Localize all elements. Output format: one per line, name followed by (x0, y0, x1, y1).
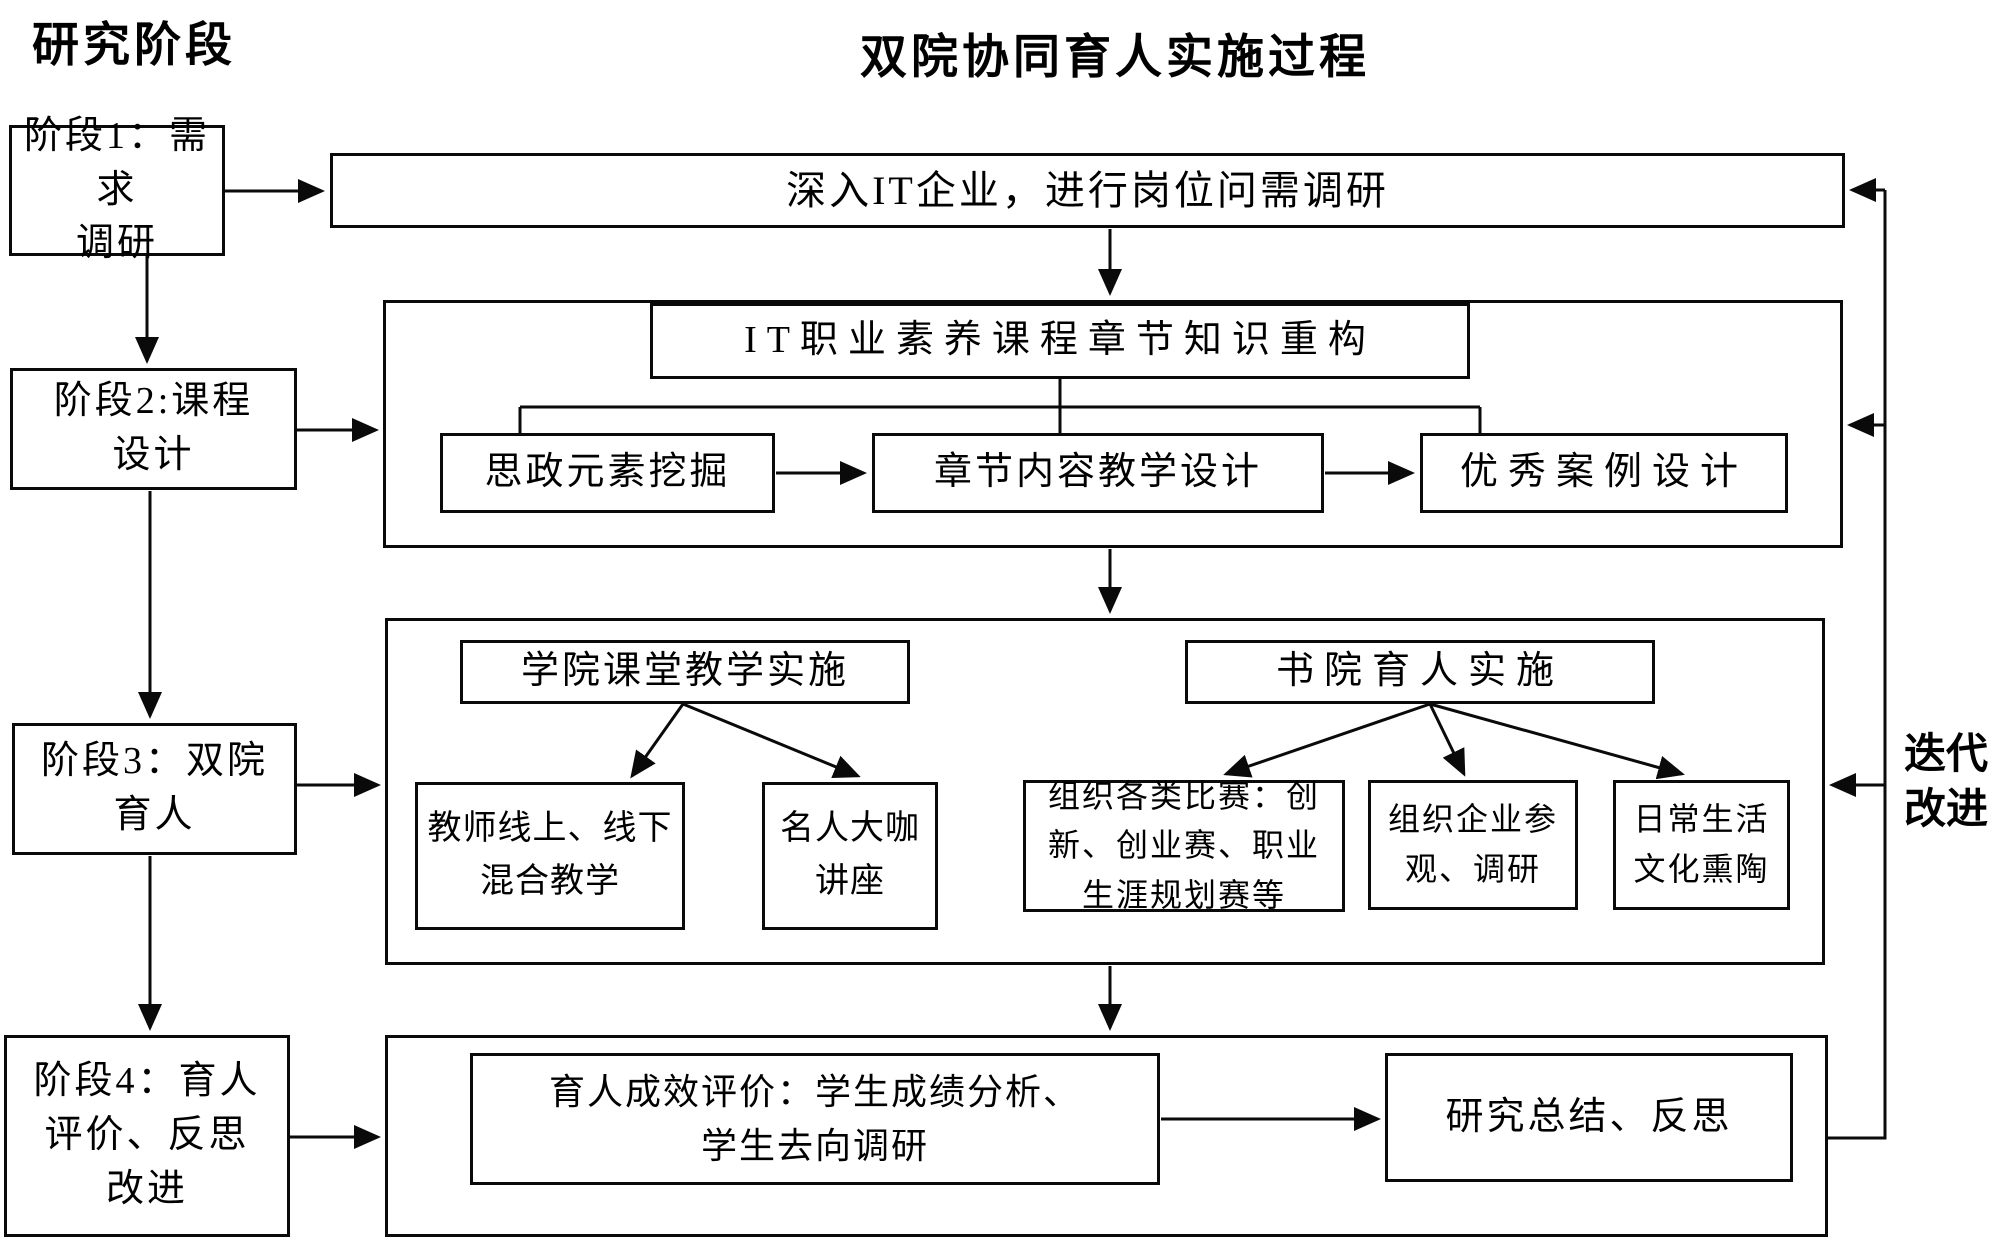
competitions-line1: 组织各类比赛：创 (1047, 777, 1320, 814)
competitions-box: 组织各类比赛：创 新、创业赛、职业 生涯规划赛等 (1023, 778, 1345, 913)
celebrity-lecture-box: 名人大咖 讲座 (762, 782, 938, 930)
education-evaluation-box: 育人成效评价：学生成绩分析、 学生去向调研 (470, 1053, 1160, 1185)
stage2-line1: 阶段2:课程 (53, 380, 254, 423)
stage4-line3: 改进 (105, 1167, 188, 1210)
chapter-teaching-design-text: 章节内容教学设计 (933, 451, 1262, 494)
chapter-teaching-design-box: 章节内容教学设计 (872, 433, 1324, 513)
enterprise-research-text: 深入IT企业，进行岗位问需调研 (786, 167, 1389, 213)
stage4-box: 阶段4：育人 评价、反思 改进 (4, 1035, 290, 1237)
knowledge-restructure-text: IT职业素养课程章节知识重构 (744, 319, 1376, 362)
blended-teaching-line2: 混合教学 (480, 863, 620, 900)
research-summary-text: 研究总结、反思 (1445, 1095, 1733, 1138)
iterative-improvement-label: 迭代 改进 (1896, 728, 1996, 837)
knowledge-restructure-box: IT职业素养课程章节知识重构 (650, 303, 1470, 379)
stage2-line2: 设计 (112, 434, 195, 476)
ideology-elements-box: 思政元素挖掘 (440, 433, 775, 513)
academy-education-header-box: 书院育人实施 (1185, 640, 1655, 704)
daily-culture-box: 日常生活 文化熏陶 (1613, 780, 1790, 910)
stage4-line1: 阶段4：育人 (33, 1060, 261, 1103)
research-summary-box: 研究总结、反思 (1385, 1053, 1793, 1182)
competitions-line2: 新、创业赛、职业 (1047, 827, 1320, 864)
stage1-box: 阶段1：需求 调研 (9, 115, 225, 264)
stage4-line2: 评价、反思 (44, 1114, 250, 1157)
college-teaching-header-text: 学院课堂教学实施 (520, 650, 849, 693)
excellent-case-design-text: 优秀案例设计 (1459, 451, 1748, 494)
blended-teaching-box: 教师线上、线下 混合教学 (415, 782, 685, 930)
education-evaluation-line2: 学生去向调研 (700, 1126, 929, 1166)
iterative-improvement-line1: 迭代 (1903, 732, 1988, 778)
stage3-line1: 阶段3：双院 (40, 740, 268, 783)
daily-culture-line1: 日常生活 (1633, 801, 1770, 838)
stage3-line2: 育人 (113, 794, 196, 836)
college-teaching-header-box: 学院课堂教学实施 (460, 640, 910, 704)
enterprise-visit-line1: 组织企业参 (1387, 801, 1558, 838)
stage1-line1: 阶段1：需求 (23, 114, 210, 211)
excellent-case-design-box: 优秀案例设计 (1420, 433, 1788, 513)
blended-teaching-line1: 教师线上、线下 (427, 810, 673, 848)
stage3-box: 阶段3：双院 育人 (12, 723, 297, 855)
daily-culture-line2: 文化熏陶 (1633, 851, 1770, 887)
celebrity-lecture-line1: 名人大咖 (780, 810, 920, 848)
stage1-line2: 调研 (75, 222, 158, 265)
enterprise-visit-line2: 观、调研 (1404, 851, 1541, 887)
enterprise-visit-box: 组织企业参 观、调研 (1368, 780, 1578, 910)
iterative-improvement-line2: 改进 (1903, 786, 1988, 833)
celebrity-lecture-line2: 讲座 (815, 863, 885, 900)
left-column-title: 研究阶段 (32, 20, 236, 72)
academy-education-header-text: 书院育人实施 (1275, 650, 1564, 693)
competitions-line3: 生涯规划赛等 (1081, 876, 1286, 913)
stage2-box: 阶段2:课程 设计 (10, 368, 297, 490)
diagram-title: 双院协同育人实施过程 (860, 32, 1370, 84)
education-evaluation-line1: 育人成效评价：学生成绩分析、 (548, 1072, 1081, 1112)
enterprise-research-box: 深入IT企业，进行岗位问需调研 (330, 153, 1845, 228)
ideology-elements-text: 思政元素挖掘 (484, 451, 731, 494)
